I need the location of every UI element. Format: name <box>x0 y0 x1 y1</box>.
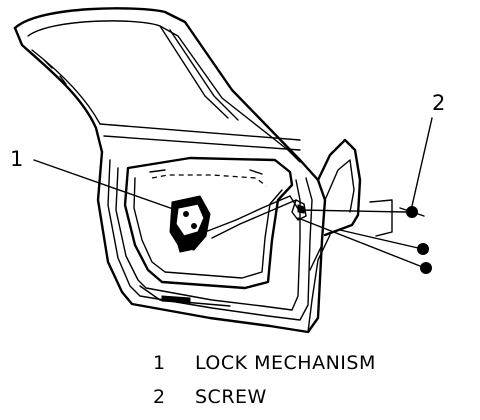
window-frame <box>13 7 320 182</box>
lock-mechanism <box>169 195 211 253</box>
screw-axis-upper <box>299 209 407 213</box>
legend-label: SCREW <box>195 386 267 408</box>
latch-plate <box>291 199 307 221</box>
legend-number: 2 <box>153 386 166 408</box>
callout-1: 1 <box>10 147 23 171</box>
screw-bracket <box>369 199 393 237</box>
legend-row-lock-mechanism: 1 LOCK MECHANISM <box>153 352 376 374</box>
screw-lower <box>420 262 432 274</box>
door-shell <box>96 138 362 334</box>
lock-rod <box>204 195 301 239</box>
screw-axis-lower <box>297 217 421 267</box>
legend-label: LOCK MECHANISM <box>195 352 376 374</box>
screw-upper <box>399 206 425 218</box>
legend-row-screw: 2 SCREW <box>153 386 267 408</box>
inner-panel <box>123 156 294 307</box>
screw-middle <box>417 243 429 255</box>
callout-2: 2 <box>432 91 445 115</box>
leader-line-1 <box>33 159 177 211</box>
legend-number: 1 <box>153 352 166 374</box>
leader-line-2 <box>411 117 433 207</box>
screw-axis-middle <box>339 229 419 249</box>
